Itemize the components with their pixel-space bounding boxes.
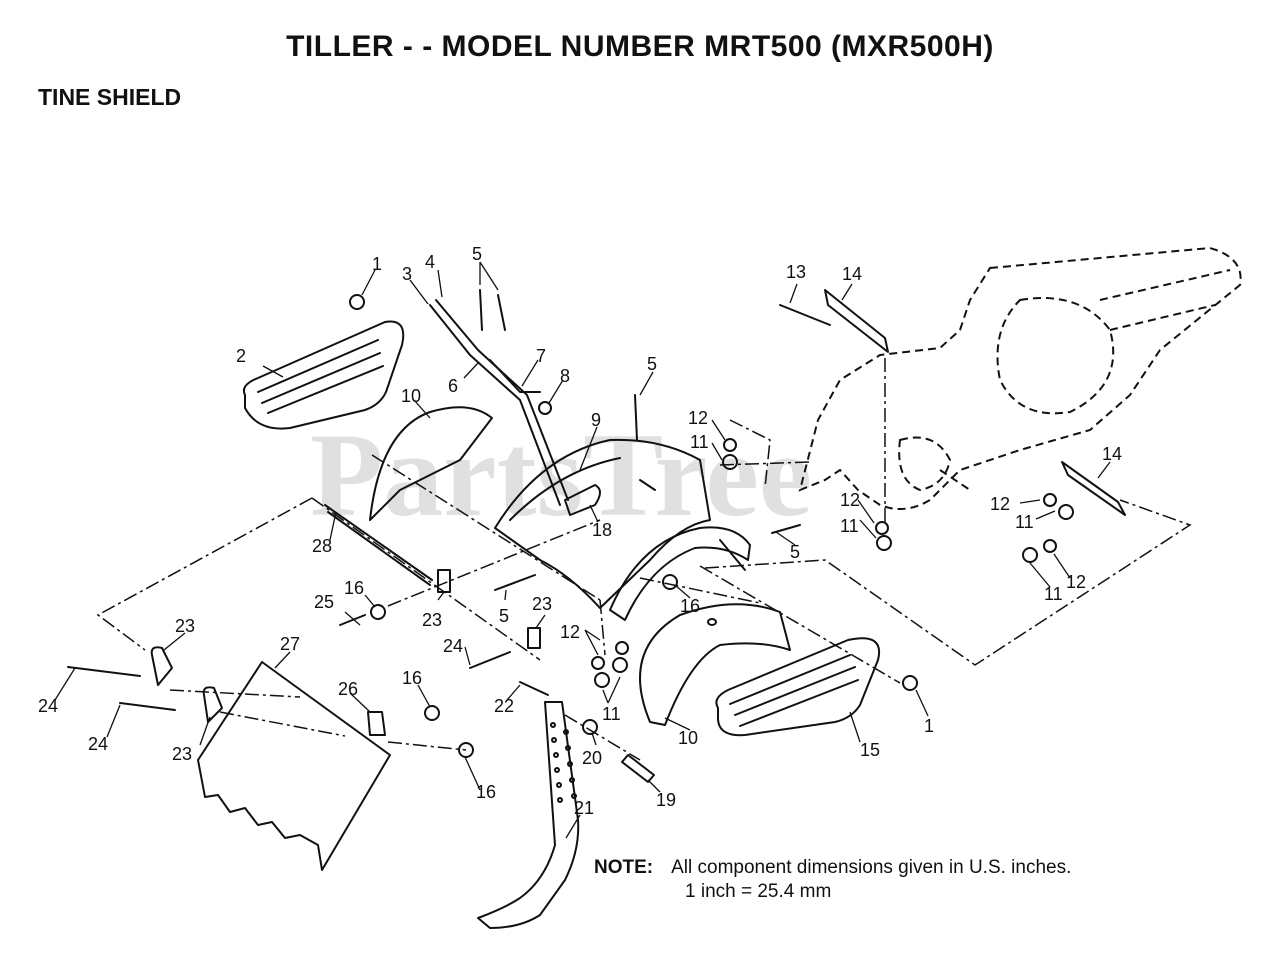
- part-hood-right: [715, 637, 881, 737]
- callout-label: 21: [574, 798, 594, 818]
- callout-label: 5: [499, 606, 509, 626]
- part-main-shield: [494, 438, 711, 609]
- callout-label: 12: [1066, 572, 1086, 592]
- callout-label: 19: [656, 790, 676, 810]
- callout-label: 1: [924, 716, 934, 736]
- callout-label: 5: [790, 542, 800, 562]
- part-side-shield-left: [369, 406, 493, 521]
- part-linkage: [429, 299, 569, 506]
- callout-label: 26: [338, 679, 358, 699]
- callout-label: 11: [1044, 584, 1063, 604]
- callout-label: 16: [402, 668, 422, 688]
- callout-label: 1: [372, 254, 382, 274]
- hardware-bolts: [67, 289, 831, 711]
- part-tiller-frame: [798, 246, 1242, 510]
- callout-label: 3: [402, 264, 412, 284]
- callout-label: 4: [425, 252, 435, 272]
- callout-label: 16: [476, 782, 496, 802]
- note-line-1: NOTE: All component dimensions given in U…: [594, 856, 1071, 880]
- note-text-2: 1 inch = 25.4 mm: [685, 881, 832, 902]
- part-bracket-lower: [1061, 461, 1126, 516]
- part-18: [564, 484, 601, 516]
- part-bracket-upper: [824, 289, 889, 353]
- section-title: TINE SHIELD: [38, 84, 182, 110]
- callout-label: 2: [236, 346, 246, 366]
- callout-label: 23: [175, 616, 195, 636]
- watermark: PartsTree: [310, 408, 812, 541]
- callout-label: 11: [840, 516, 859, 536]
- callout-label: 14: [842, 264, 862, 284]
- callout-label: 13: [786, 262, 806, 282]
- part-pin-19: [621, 754, 655, 783]
- callout-label: 23: [422, 610, 442, 630]
- callout-label: 7: [536, 346, 546, 366]
- callout-label: 20: [582, 748, 602, 768]
- callout-label: 11: [1015, 512, 1034, 532]
- part-rod: [324, 504, 433, 586]
- callout-label: 14: [1102, 444, 1122, 464]
- note-block: NOTE: All component dimensions given in U…: [594, 856, 1071, 904]
- callout-label: 5: [472, 244, 482, 264]
- alignment-lines: [96, 358, 1192, 761]
- callout-label: 9: [591, 410, 601, 430]
- callout-label: 12: [990, 494, 1010, 514]
- callout-label: 24: [88, 734, 108, 754]
- callout-label: 28: [312, 536, 332, 556]
- leader-lines: [54, 261, 1111, 839]
- page-title: TILLER - - MODEL NUMBER MRT500 (MXR500H): [286, 30, 994, 63]
- callout-label: 18: [592, 520, 612, 540]
- callout-label: 11: [602, 704, 621, 724]
- callout-label: 5: [647, 354, 657, 374]
- callout-label: 16: [344, 578, 364, 598]
- part-hood-left: [242, 320, 405, 430]
- callout-label: 27: [280, 634, 300, 654]
- callout-label: 11: [690, 432, 709, 452]
- callout-label: 8: [560, 366, 570, 386]
- part-depth-bar: [477, 701, 580, 929]
- callout-label: 10: [401, 386, 421, 406]
- callout-label: 15: [860, 740, 880, 760]
- callout-label: 23: [532, 594, 552, 614]
- callout-label: 24: [443, 636, 463, 656]
- part-flap: [197, 661, 391, 871]
- callout-label: 10: [678, 728, 698, 748]
- note-text-1: All component dimensions given in U.S. i…: [671, 857, 1072, 878]
- callout-label: 24: [38, 696, 58, 716]
- callout-label: 25: [314, 592, 334, 612]
- part-bracket-23b: [527, 627, 541, 649]
- callout-labels: 1 2 3 4 5 6 7 8 5 10 9 12 11 18 5 13 14 …: [38, 244, 1122, 818]
- callout-label: 12: [688, 408, 708, 428]
- part-bracket-23c: [150, 646, 173, 686]
- callout-label: 16: [680, 596, 700, 616]
- callout-label: 23: [172, 744, 192, 764]
- callout-label: 12: [560, 622, 580, 642]
- callout-label: 6: [448, 376, 458, 396]
- part-side-shield-right: [639, 603, 791, 726]
- note-label: NOTE:: [594, 857, 654, 878]
- callout-label: 12: [840, 490, 860, 510]
- callout-label: 22: [494, 696, 514, 716]
- part-26: [367, 711, 386, 736]
- hardware-nuts: [349, 294, 1074, 758]
